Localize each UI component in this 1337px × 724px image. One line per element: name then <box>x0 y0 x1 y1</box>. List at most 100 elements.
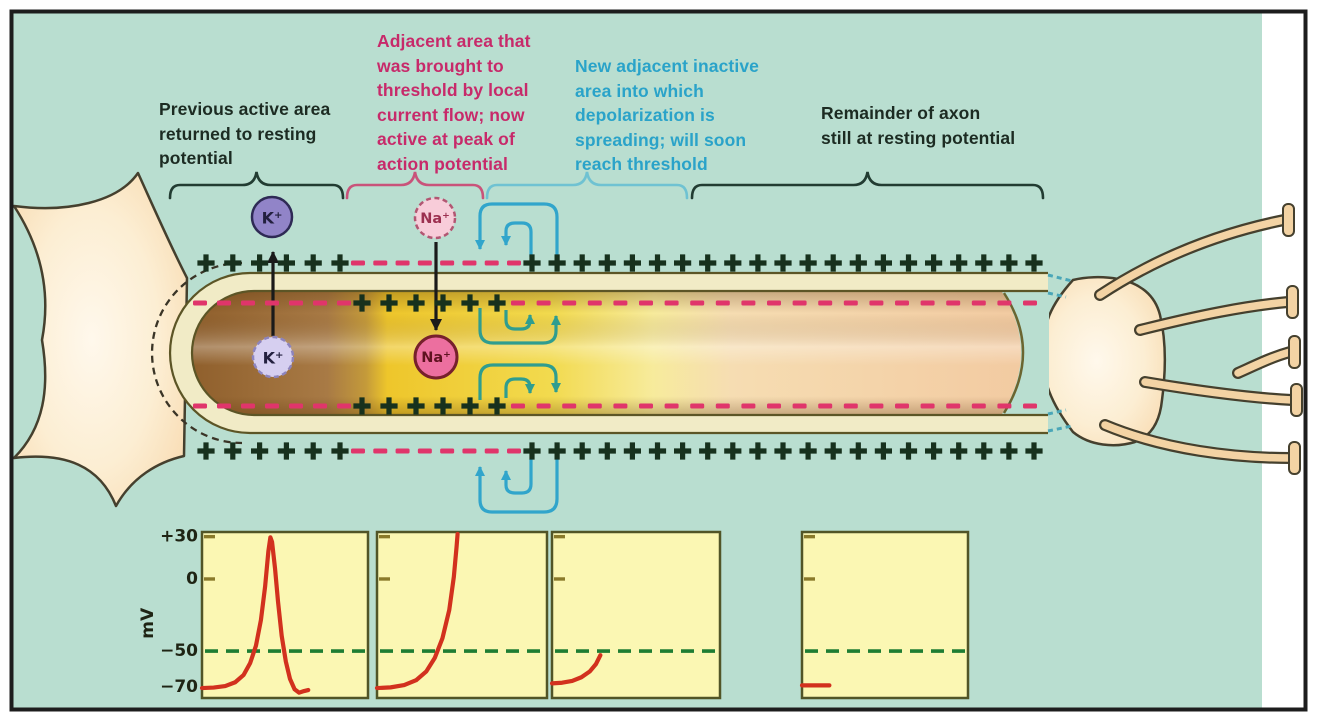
plus-charge <box>648 254 667 272</box>
minus-charge <box>1023 403 1037 409</box>
minus-charge <box>997 300 1012 306</box>
plus-charge <box>1000 442 1018 460</box>
current-loop-arrow <box>478 363 561 400</box>
minus-charge <box>507 448 521 454</box>
minus-charge <box>639 300 653 306</box>
minus-charge <box>462 260 477 266</box>
minus-charge <box>690 403 705 409</box>
axon-terminal <box>1039 203 1303 475</box>
potassium-ion-outside: K⁺ <box>250 195 294 239</box>
plus-charge <box>975 254 993 272</box>
charge-row-outside-bottom <box>197 442 1043 460</box>
minus-charge <box>792 300 807 306</box>
minus-charge <box>946 403 961 409</box>
axon-interior-end-cap <box>1002 292 1025 414</box>
minus-charge <box>843 300 858 306</box>
plus-charge <box>488 397 506 415</box>
minus-charge <box>920 403 935 409</box>
current-loops-outside-top <box>475 202 559 257</box>
plus-charge <box>197 442 215 460</box>
label-new-adjacent-inactive-area: New adjacent inactive area into which de… <box>575 56 759 174</box>
minus-charge <box>587 403 602 409</box>
k-in-label: K⁺ <box>263 349 284 368</box>
minus-charge <box>613 300 628 306</box>
plus-charge <box>407 397 425 415</box>
plus-charge <box>224 442 242 460</box>
graph-panel <box>550 530 722 700</box>
y-axis-label: 0 <box>186 569 198 589</box>
plus-charge <box>724 442 742 460</box>
minus-charge <box>395 448 410 454</box>
minus-charge <box>484 448 499 454</box>
minus-charge <box>373 260 388 266</box>
axon-end-gap <box>1002 292 1049 414</box>
minus-charge <box>920 300 935 306</box>
graph-4 <box>799 530 970 700</box>
current-loops-inside-top <box>478 308 561 345</box>
plus-charge <box>699 254 717 272</box>
plus-charge <box>950 442 968 460</box>
plus-charge <box>304 254 322 272</box>
na-out-label: Na⁺ <box>420 211 450 227</box>
current-loop-arrow <box>501 459 533 495</box>
minus-charge <box>289 300 303 306</box>
minus-charge <box>217 300 231 306</box>
plus-charge <box>899 442 918 460</box>
minus-charge <box>511 403 525 409</box>
plus-charge <box>799 442 817 460</box>
na-in-label: Na⁺ <box>421 350 451 366</box>
graph-3 <box>549 530 722 700</box>
plus-charge <box>197 254 215 272</box>
plus-charge <box>824 254 842 272</box>
plus-charge <box>380 397 398 415</box>
plus-charge <box>749 254 767 272</box>
label-previous-active-area: Previous active area returned to resting… <box>159 99 331 168</box>
plus-charge <box>824 442 842 460</box>
plus-charge <box>434 397 452 415</box>
minus-charge <box>265 403 279 409</box>
minus-charge <box>895 403 909 409</box>
label-remainder-of-axon: Remainder of axon still at resting poten… <box>821 103 1016 148</box>
plus-charge <box>623 442 641 460</box>
current-loop-arrow <box>501 221 533 257</box>
minus-charge <box>241 403 255 409</box>
terminal-end-feet <box>1282 203 1303 475</box>
plus-charge <box>353 397 371 415</box>
plus-charge <box>874 442 892 460</box>
minus-charge <box>507 260 521 266</box>
minus-charge <box>462 448 477 454</box>
minus-charge <box>792 403 807 409</box>
charge-row-inside-bottom <box>193 397 1037 415</box>
minus-charge <box>895 300 909 306</box>
minus-charge <box>484 260 499 266</box>
plus-charge <box>488 294 506 312</box>
current-loop-arrow <box>475 202 559 257</box>
plus-charge <box>380 294 398 312</box>
plus-charge <box>849 442 867 460</box>
minus-charge <box>715 300 730 306</box>
minus-charge <box>351 260 365 266</box>
plus-charge <box>251 442 269 460</box>
minus-charge <box>562 403 577 409</box>
current-loop-arrow <box>504 310 535 331</box>
charge-row-outside-top <box>197 254 1043 272</box>
plus-charge <box>774 254 792 272</box>
graph-panel <box>200 530 370 700</box>
axon-interior-shading <box>192 291 1048 415</box>
plus-charge <box>277 442 295 460</box>
minus-charge <box>741 300 756 306</box>
k-out-label: K⁺ <box>262 209 283 228</box>
minus-charge <box>193 300 207 306</box>
membrane-potential-trace <box>199 535 311 695</box>
brace-active-area <box>345 171 485 200</box>
plus-charge <box>849 254 867 272</box>
plus-charge <box>899 254 918 272</box>
plus-charge <box>277 254 295 272</box>
y-axis-label: +30 <box>160 527 198 547</box>
minus-charge <box>1023 300 1037 306</box>
minus-charge <box>193 403 207 409</box>
y-axis-label: −50 <box>160 641 198 661</box>
axon-inner-membrane-line <box>190 289 1048 417</box>
minus-charge <box>265 300 279 306</box>
